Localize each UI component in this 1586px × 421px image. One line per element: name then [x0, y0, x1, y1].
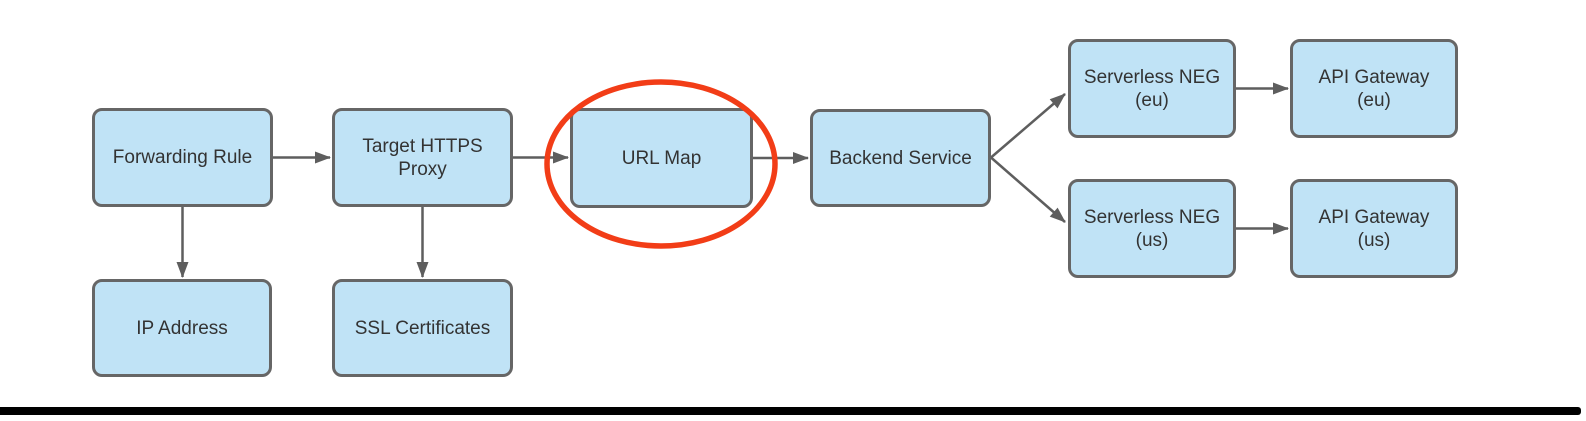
node-url-map: URL Map — [570, 108, 753, 208]
node-ip-address: IP Address — [92, 279, 272, 377]
edge-backend-service-to-serverless-neg-us — [990, 156, 1066, 223]
node-ssl-certificates: SSL Certificates — [332, 279, 513, 377]
node-forwarding-rule: Forwarding Rule — [92, 108, 273, 207]
edge-backend-service-to-serverless-neg-eu — [990, 93, 1066, 159]
bottom-rule — [0, 407, 1581, 415]
node-serverless-neg-eu: Serverless NEG (eu) — [1068, 39, 1236, 138]
node-api-gateway-us: API Gateway (us) — [1290, 179, 1458, 278]
node-serverless-neg-us: Serverless NEG (us) — [1068, 179, 1236, 278]
node-target-https-proxy: Target HTTPS Proxy — [332, 108, 513, 207]
node-backend-service: Backend Service — [810, 109, 991, 207]
node-api-gateway-eu: API Gateway (eu) — [1290, 39, 1458, 138]
